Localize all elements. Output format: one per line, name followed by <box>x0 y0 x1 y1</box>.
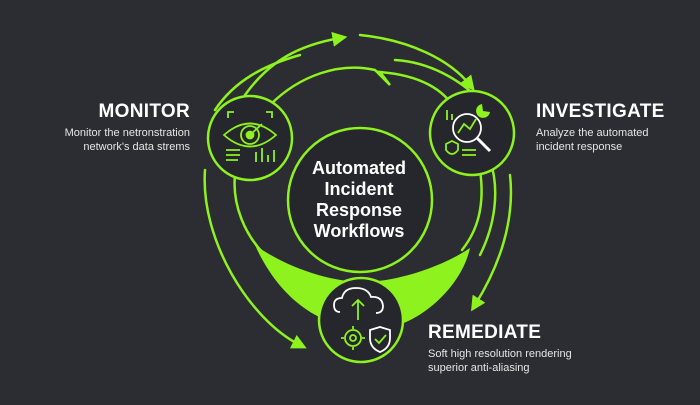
eye-radar-icon <box>222 111 278 162</box>
magnifier-chart-icon <box>445 104 492 156</box>
investigate-label: INVESTIGATE Analyze the automated incide… <box>536 101 696 154</box>
investigate-desc-line: incident response <box>536 141 623 153</box>
arrow-investigate-to-remediate <box>471 173 513 312</box>
investigate-desc-line: Analyze the automated <box>536 127 649 139</box>
arrow-top-to-investigate <box>358 33 475 91</box>
center-title-line: Incident <box>324 179 394 199</box>
arrow-monitor-to-remediate <box>203 168 307 349</box>
monitor-label: MONITOR Monitor the netronstration netwo… <box>30 101 190 154</box>
remediate-desc-line: superior anti-aliasing <box>428 362 530 374</box>
cloud-gear-shield-icon <box>333 287 391 353</box>
monitor-title: MONITOR <box>98 101 190 122</box>
investigate-title: INVESTIGATE <box>536 101 665 122</box>
center-title-line: Automated <box>312 158 406 178</box>
arrow-monitor-to-investigate <box>243 31 348 97</box>
remediate-title: REMEDIATE <box>428 322 542 343</box>
center-title-line: Response <box>315 200 403 220</box>
investigate-node <box>428 89 516 177</box>
center-title-line: Workflows <box>313 221 405 241</box>
cycle-arcs <box>203 31 513 349</box>
remediate-label: REMEDIATE Soft high resolution rendering… <box>428 322 618 375</box>
center-circle <box>286 126 434 274</box>
monitor-node <box>206 94 294 182</box>
investigate-description: Analyze the automated incident response <box>536 126 696 154</box>
remediate-desc-line: Soft high resolution rendering <box>428 348 572 360</box>
monitor-desc-line: network's data strems <box>83 141 190 153</box>
monitor-description: Monitor the netronstration network's dat… <box>30 126 190 154</box>
monitor-desc-line: Monitor the netronstration <box>64 127 190 139</box>
center-title: Automated Incident Response Workflows <box>300 158 418 242</box>
remediate-node <box>317 276 405 364</box>
remediate-description: Soft high resolution rendering superior … <box>428 347 618 375</box>
